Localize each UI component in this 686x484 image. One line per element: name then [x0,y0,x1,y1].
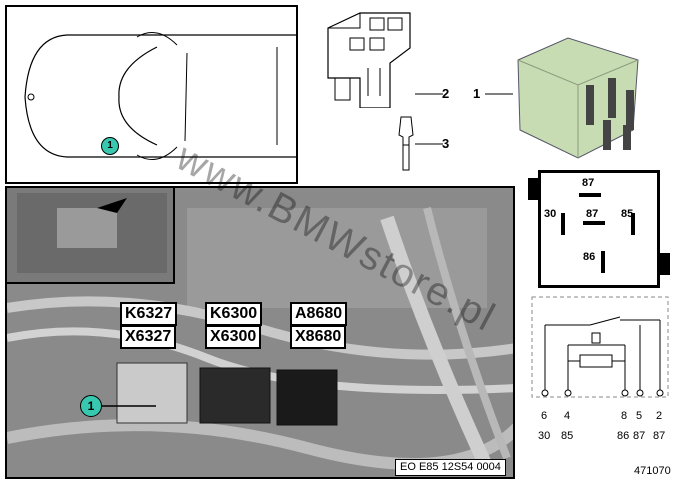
engine-bay-photo: K6327 X6327 K6300 X6300 A8680 X8680 1 EO… [5,186,515,479]
schem-top-3: 8 [621,410,628,422]
pin-85: 85 [621,208,634,220]
tag-bottom-2: X6300 [205,325,262,349]
schem-bot-2: 85 [561,430,574,442]
callout-line-2 [415,93,443,95]
tag-bottom-3: X8680 [290,325,347,349]
callout-terminal: 3 [442,136,450,151]
photo-code: EO E85 12S54 0004 [395,459,506,476]
car-location-panel: 1 [5,5,298,184]
tag-top-2: K6300 [205,302,263,326]
pinout-tab-right [660,253,670,275]
tag-top-3: A8680 [290,302,348,326]
relay-drawing [517,37,639,159]
callout-housing: 2 [442,86,450,101]
schem-top-2: 4 [564,410,571,422]
pinout-tab-left [528,178,538,200]
relay-schematic [531,296,669,398]
diagram-number: 471070 [634,465,671,477]
schem-top-4: 5 [636,410,643,422]
tag-top-1: K6327 [120,302,178,326]
pin-86: 86 [583,251,596,263]
pin-87-top: 87 [582,177,595,189]
car-outline [24,32,297,160]
callout-relay: 1 [473,86,481,101]
relay-housing-drawing [327,12,411,108]
tag-bottom-1: X6327 [120,325,177,349]
schem-top-1: 6 [541,410,548,422]
callout-line-3 [415,143,443,145]
schem-top-5: 2 [656,410,663,422]
pin-30: 30 [544,208,557,220]
relay-pinout-diagram: 87 30 87 85 86 [538,170,660,288]
photo-location-marker: 1 [80,395,102,417]
callout-line-1 [485,93,513,95]
schem-bot-3: 86 [617,430,630,442]
pin-87-mid: 87 [586,208,599,220]
terminal-drawing [398,116,414,171]
schem-bot-4: 87 [633,430,646,442]
schem-bot-1: 30 [538,430,551,442]
photo-inset [7,188,175,284]
location-marker: 1 [101,137,119,155]
schem-bot-5: 87 [653,430,666,442]
